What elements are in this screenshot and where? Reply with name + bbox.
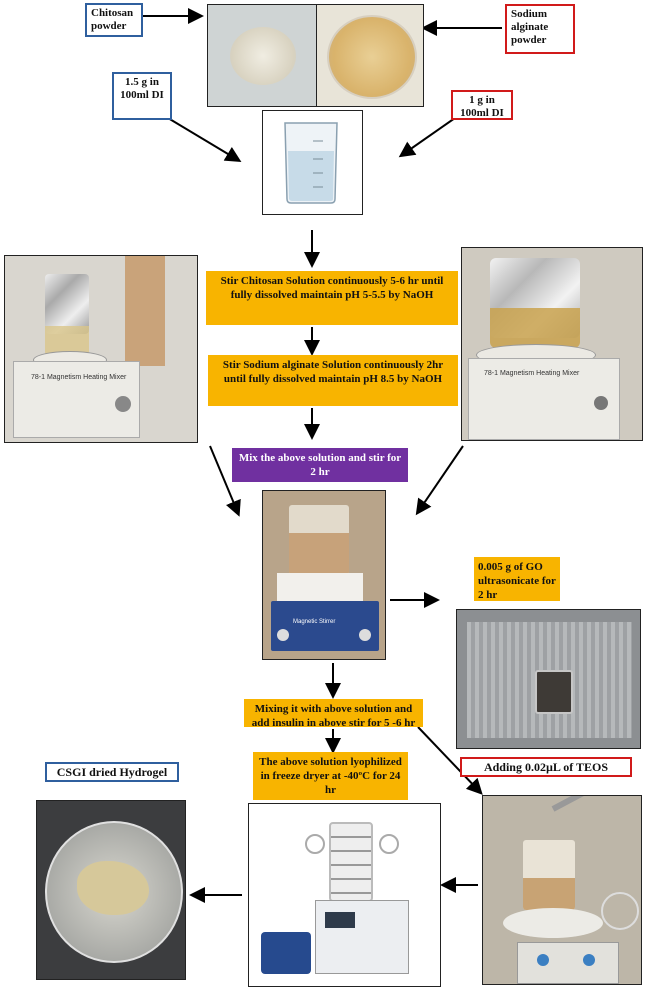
sodium-alginate-powder-image <box>316 5 423 106</box>
chitosan-powder-label: Chitosan powder <box>85 3 143 37</box>
adding-teos-label: Adding 0.02µL of TEOS <box>460 757 632 777</box>
right-mixer-photo: 78-1 Magnetism Heating Mixer <box>461 247 643 441</box>
powders-photo <box>207 4 424 107</box>
mix-solution-box: Mix the above solution and stir for 2 hr <box>232 448 408 482</box>
beaker-image <box>262 110 363 215</box>
right-mixer-label-text: 78-1 Magnetism Heating Mixer <box>484 370 580 377</box>
left-mixer-photo: 78-1 Magnetism Heating Mixer <box>4 255 198 443</box>
stir-chitosan-box: Stir Chitosan Solution continuously 5-6 … <box>206 271 458 325</box>
dried-hydrogel-photo <box>36 800 186 980</box>
alginate-amount-label: 1 g in 100ml DI <box>451 90 513 120</box>
arrow-alginate-amount-to-beaker <box>398 117 456 158</box>
sodium-alginate-powder-label: Sodium alginate powder <box>505 4 575 54</box>
lyophilized-box: The above solution lyophilized in freeze… <box>253 752 408 800</box>
chitosan-powder-image <box>208 5 316 106</box>
chitosan-amount-label: 1.5 g in 100ml DI <box>112 72 172 120</box>
stirrer-brand-text: Magnetic Stirrer <box>293 619 336 625</box>
arrow-right-mixer-to-stirrer <box>415 445 464 516</box>
mixing-insulin-box: Mixing it with above solution and add in… <box>244 699 423 729</box>
stir-alginate-box: Stir Sodium alginate Solution continuous… <box>208 355 458 406</box>
magnetic-stirrer-photo: Magnetic Stirrer <box>262 490 386 660</box>
ultrasonic-bath-photo <box>456 609 641 749</box>
arrow-chitosan-amount-to-beaker <box>167 117 242 163</box>
left-mixer-label-text: 78-1 Magnetism Heating Mixer <box>31 374 127 381</box>
teos-stirrer-photo <box>482 795 642 985</box>
arrow-mixing-to-teos <box>417 726 483 795</box>
freeze-dryer-photo <box>248 803 441 987</box>
go-ultrasonicate-box: 0.005 g of GO ultrasonicate for 2 hr <box>474 557 560 601</box>
dried-hydrogel-label: CSGI dried Hydrogel <box>45 762 179 782</box>
arrow-left-mixer-to-stirrer <box>209 445 241 517</box>
